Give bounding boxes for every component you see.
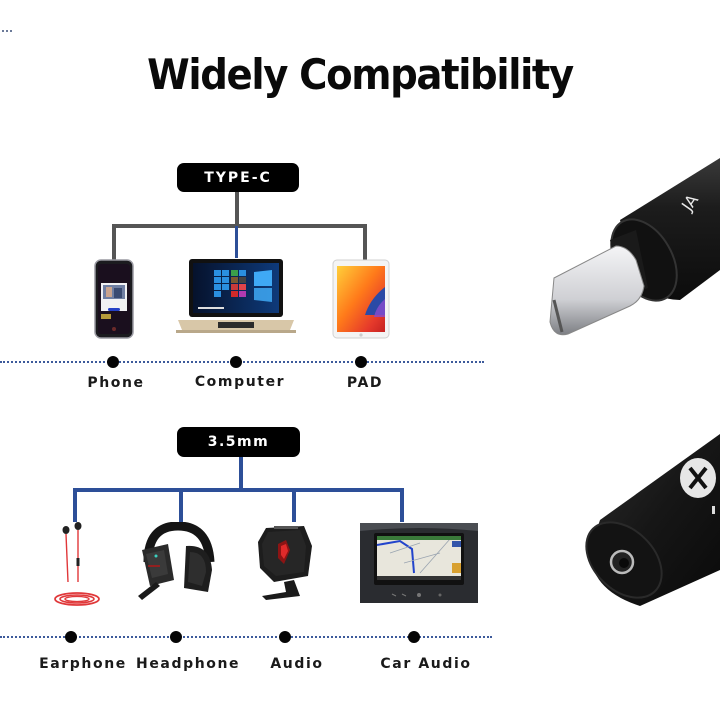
usb-c-plug-icon: JA (549, 158, 720, 336)
typec-node-pad (355, 356, 367, 368)
tablet-icon (332, 259, 390, 339)
typec-node-computer (230, 356, 242, 368)
audio-baseline (0, 636, 492, 638)
audio-jack-end-icon (585, 434, 720, 606)
label-pad: PAD (346, 375, 384, 391)
typec-drop-phone (112, 224, 116, 260)
audio-drop-earphone (73, 488, 77, 522)
audio-node-car-audio (408, 631, 420, 643)
laptop-icon (176, 259, 296, 333)
smartphone-icon (94, 259, 134, 339)
audio-stem-line (239, 457, 243, 491)
typec-baseline (0, 361, 484, 363)
typec-drop-pad (363, 224, 367, 260)
audio-node-earphone (65, 631, 77, 643)
typec-header-badge: TYPE-C (177, 163, 299, 192)
audio-node-audio (279, 631, 291, 643)
audio-drop-headphone (179, 488, 183, 522)
label-audio: Audio (270, 656, 324, 672)
audio-node-headphone (170, 631, 182, 643)
headphone-icon (138, 522, 215, 600)
earphone-icon (54, 522, 100, 606)
label-computer: Computer (194, 374, 286, 390)
car-navigation-icon (360, 523, 478, 603)
audio-branch-line (73, 488, 404, 492)
typec-branch-line (112, 224, 367, 228)
label-car-audio: Car Audio (380, 656, 472, 672)
label-phone: Phone (87, 375, 145, 391)
typec-stem-line (235, 192, 239, 228)
audio-header-badge: 3.5mm (177, 427, 300, 457)
speaker-icon (258, 526, 312, 600)
typec-drop-computer (235, 226, 238, 258)
label-headphone: Headphone (136, 656, 241, 672)
typec-node-phone (107, 356, 119, 368)
audio-drop-car-audio (400, 488, 404, 522)
corner-dots (2, 30, 12, 34)
page-title: Widely Compatibility (147, 50, 574, 99)
label-earphone: Earphone (39, 656, 127, 672)
audio-drop-audio (292, 488, 296, 522)
